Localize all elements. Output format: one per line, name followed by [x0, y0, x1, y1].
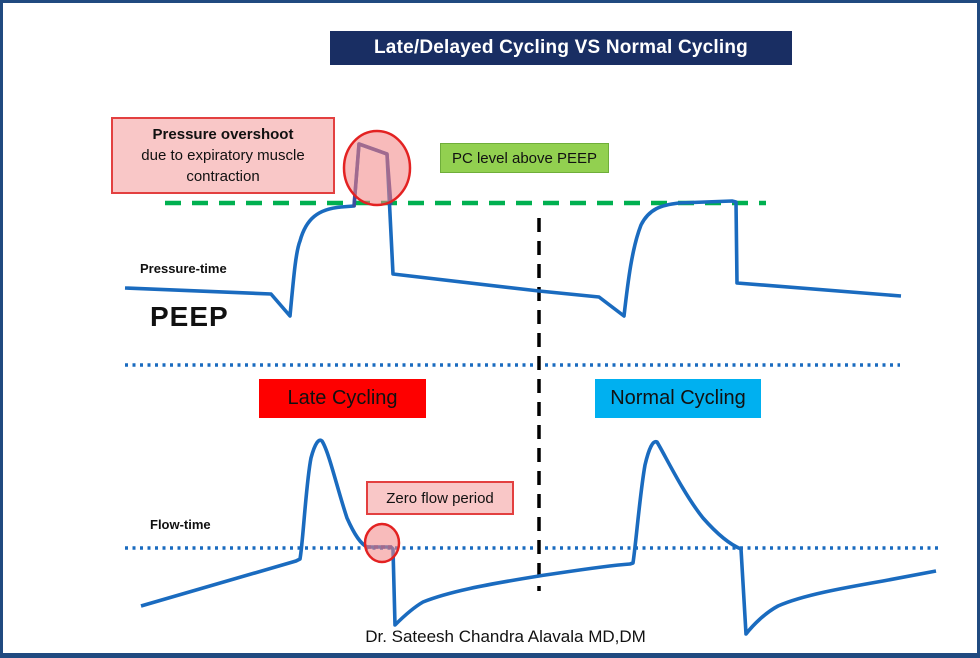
pressure-overshoot-line2: due to expiratory muscle [141, 147, 305, 164]
flow-time-label: Flow-time [150, 517, 211, 532]
zero-flow-highlight-circle [363, 522, 401, 564]
zero-flow-text: Zero flow period [386, 489, 494, 507]
late-cycling-badge: Late Cycling [259, 379, 426, 418]
author-caption: Dr. Sateesh Chandra Alavala MD,DM [365, 627, 646, 646]
peep-label: PEEP [150, 301, 229, 332]
pressure-overshoot-line1: Pressure overshoot [152, 126, 294, 143]
page-title: Late/Delayed Cycling VS Normal Cycling [330, 31, 792, 65]
pressure-time-label: Pressure-time [140, 261, 227, 276]
late-cycling-text: Late Cycling [287, 387, 398, 409]
zero-flow-callout: Zero flow period [366, 481, 514, 515]
pc-level-callout: PC level above PEEP [440, 143, 609, 173]
pressure-overshoot-line3: contraction [186, 168, 260, 185]
normal-cycling-text: Normal Cycling [610, 387, 746, 409]
page-title-text: Late/Delayed Cycling VS Normal Cycling [374, 37, 748, 58]
overshoot-highlight-circle [342, 129, 412, 207]
normal-cycling-badge: Normal Cycling [595, 379, 761, 418]
pc-level-text: PC level above PEEP [451, 149, 598, 167]
flow-curve [140, 438, 937, 636]
pressure-overshoot-callout: Pressure overshoot due to expiratory mus… [111, 117, 335, 194]
pressure-overshoot-spike [352, 142, 393, 208]
